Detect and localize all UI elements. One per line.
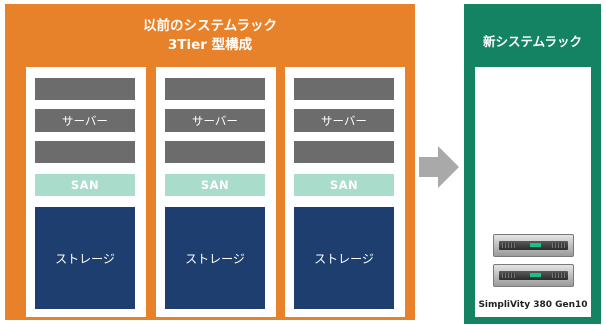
new-system-rack-panel: 新システムラック SimpliVity 380 Gen10 [464,4,601,324]
old-system-title: 以前のシステムラック 3Tier 型構成 [5,17,415,55]
new-system-title: 新システムラック [482,34,582,49]
blank-unit [294,141,394,163]
right-arrow-icon [419,146,459,188]
product-label: SimpliVity 380 Gen10 [478,300,588,310]
storage-slot: ストレージ [294,207,394,309]
rack-3: サーバー SAN ストレージ [285,67,405,317]
storage-slot: ストレージ [35,207,135,309]
san-slot: SAN [294,174,394,196]
san-slot: SAN [165,174,265,196]
rack-2: サーバー SAN ストレージ [156,67,276,317]
server-appliance-icon [493,234,574,257]
old-system-title-line2: 3Tier 型構成 [167,37,253,53]
server-slot: サーバー [165,109,265,132]
server-slot: サーバー [35,109,135,132]
blank-unit [165,78,265,100]
blank-unit [35,141,135,163]
san-slot: SAN [35,174,135,196]
storage-slot: ストレージ [165,207,265,309]
server-appliance-icon [493,264,574,287]
old-system-rack-panel: 以前のシステムラック 3Tier 型構成 サーバー SAN ストレージ サーバー… [5,4,415,320]
new-system-rack: SimpliVity 380 Gen10 [475,67,591,317]
old-system-title-line1: 以前のシステムラック [143,18,277,34]
blank-unit [35,78,135,100]
server-slot: サーバー [294,109,394,132]
rack-1: サーバー SAN ストレージ [26,67,146,317]
blank-unit [294,78,394,100]
blank-unit [165,141,265,163]
